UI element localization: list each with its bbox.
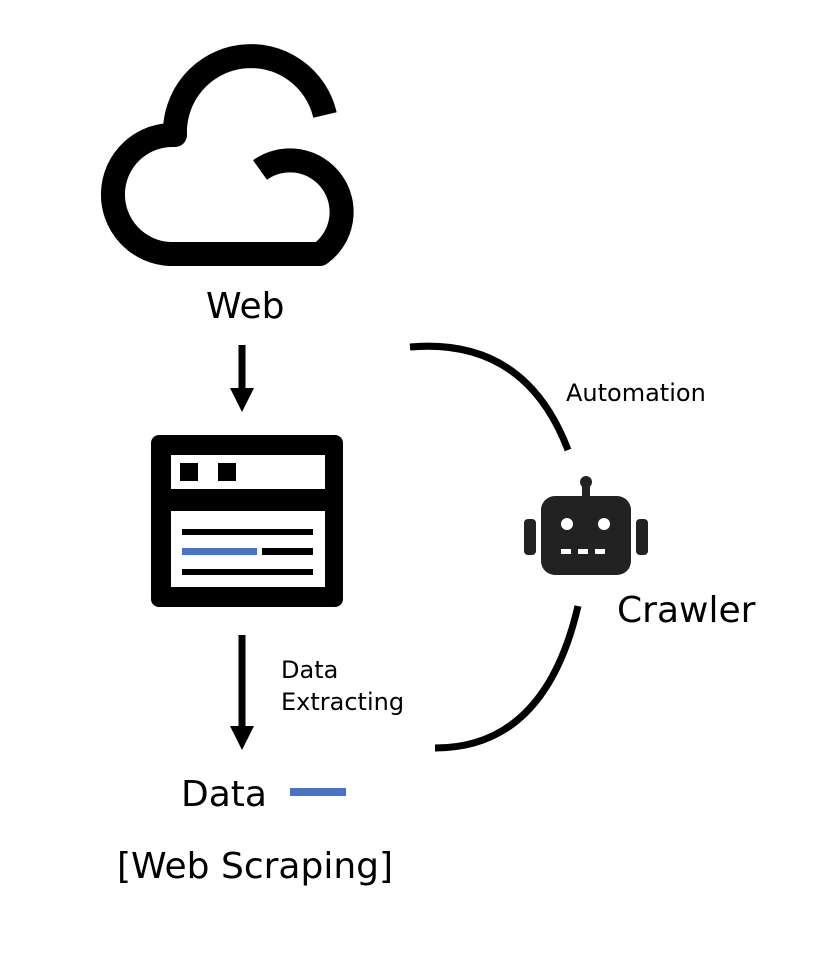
automation-label: Automation [566, 379, 706, 407]
web-label: Web [206, 286, 285, 327]
cloud-icon [101, 44, 354, 266]
arrow-web-to-page [230, 345, 254, 412]
extracting-label-line2: Extracting [281, 688, 405, 716]
automation-arc [409, 342, 572, 452]
data-label: Data [181, 774, 267, 815]
crawler-label: Crawler [617, 590, 756, 631]
extracting-label-line1: Data [281, 656, 339, 684]
web-page-icon [151, 435, 343, 607]
data-marker [290, 788, 346, 796]
arrow-page-to-data [230, 635, 254, 750]
extracting-label: Data Extracting [281, 654, 404, 718]
robot-icon [524, 476, 648, 575]
return-arc [434, 605, 582, 752]
diagram-caption: [Web Scraping] [117, 846, 394, 887]
